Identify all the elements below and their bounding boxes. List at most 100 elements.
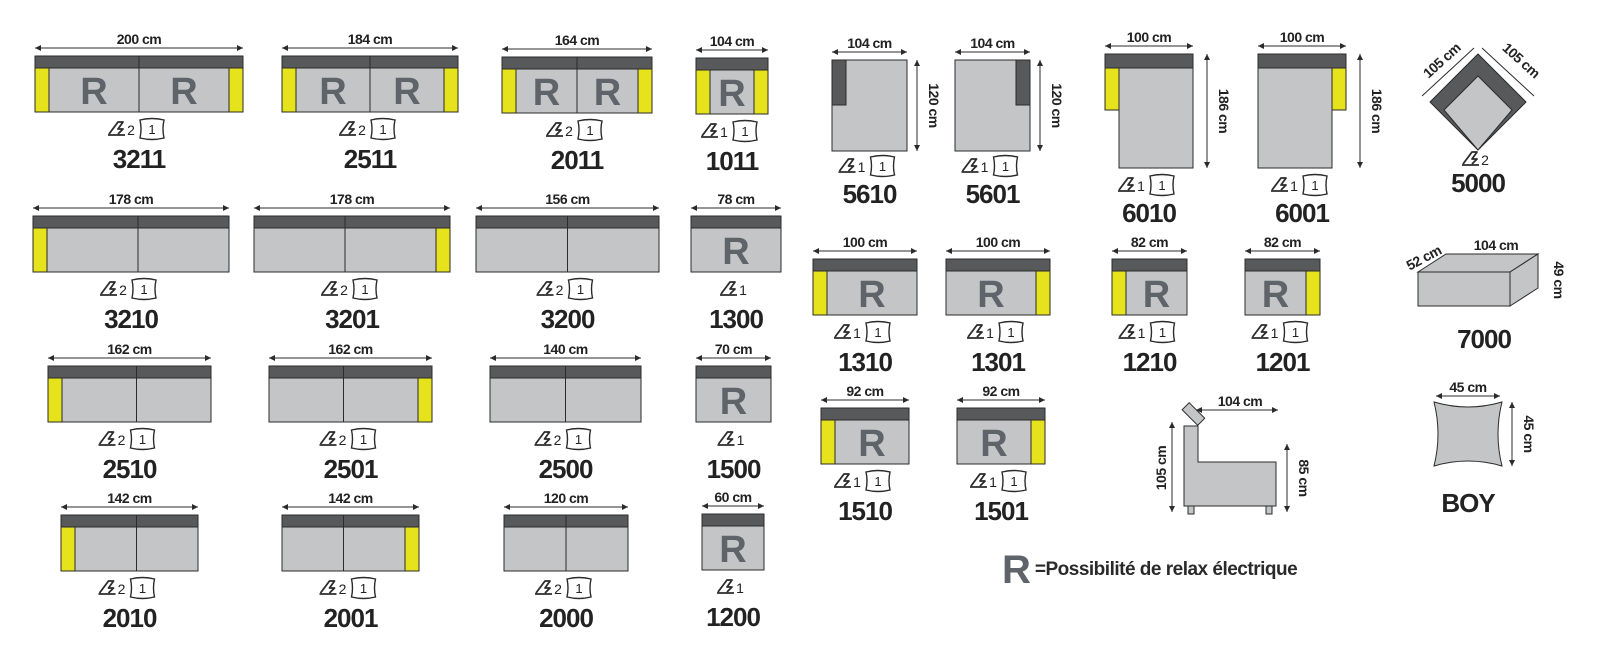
arrow-head — [955, 49, 961, 55]
width-label: 104 cm — [1218, 393, 1263, 409]
left-arm — [60, 526, 76, 572]
armchair-icon — [967, 324, 983, 338]
armchair-icon — [1118, 177, 1134, 191]
cushion-count: 1 — [586, 123, 593, 138]
left-arm — [695, 69, 711, 115]
cushion-count: 1 — [139, 581, 146, 596]
arrow-head — [622, 504, 628, 510]
right-arm — [435, 227, 451, 273]
cushion-count: 1 — [1010, 474, 1017, 489]
width-label: 70 cm — [715, 341, 752, 357]
backrest — [820, 407, 910, 421]
right-arm — [753, 69, 769, 115]
seat-count: 1 — [1290, 178, 1298, 194]
depth-label: 186 cm — [1369, 89, 1385, 134]
arrow-head — [35, 45, 41, 51]
backrest — [60, 514, 199, 528]
width-label: 100 cm — [976, 234, 1021, 250]
dimension-line — [1481, 47, 1535, 97]
arrow-head — [1037, 60, 1043, 66]
cushion-count: 1 — [1007, 325, 1014, 340]
armchair-icon — [717, 579, 733, 593]
cushion-count: 1 — [874, 325, 881, 340]
width-label: 45 cm — [1449, 379, 1486, 395]
module-code: 1011 — [706, 146, 759, 176]
arrow-head — [1284, 506, 1290, 512]
seat — [47, 377, 212, 423]
arrow-head — [1037, 145, 1043, 151]
left-arm — [812, 270, 828, 316]
module-code: 3210 — [104, 304, 158, 334]
arrow-head — [223, 205, 229, 211]
arrow-head — [832, 49, 838, 55]
cushion-icon — [865, 320, 891, 344]
seat — [945, 270, 1051, 316]
module-code: 6010 — [1122, 198, 1176, 228]
cushion-shape — [1433, 401, 1503, 467]
seat-count: 2 — [339, 432, 347, 448]
module-code: 1310 — [838, 347, 892, 377]
right-arm — [1030, 419, 1046, 465]
module-code: 2001 — [324, 603, 378, 633]
armchair-icon — [536, 281, 553, 295]
armchair-icon — [834, 324, 850, 338]
cushion-count: 1 — [360, 581, 367, 596]
cushion-count: 1 — [1002, 159, 1009, 174]
width-label: 200 cm — [117, 31, 162, 47]
arrow-head — [914, 60, 920, 66]
width-label: 178 cm — [109, 191, 154, 207]
corner-seat — [1443, 75, 1513, 151]
arrow-head — [1494, 393, 1500, 399]
cushion-count: 1 — [1158, 178, 1165, 193]
width-label: 82 cm — [1264, 234, 1301, 250]
cushion-count: 1 — [379, 122, 386, 137]
armchair-icon — [1462, 151, 1478, 165]
backrest — [812, 258, 918, 272]
width-label: 184 cm — [348, 31, 393, 47]
seat-count: 1 — [736, 580, 744, 596]
module-code: 1201 — [1256, 347, 1310, 377]
left-arm — [501, 68, 517, 114]
module-code: 2000 — [539, 603, 593, 633]
arrow-head — [1204, 54, 1210, 60]
cushion-icon — [131, 277, 157, 301]
seat-count: 2 — [554, 581, 562, 597]
cushion-count: 1 — [1311, 178, 1318, 193]
seat-count: 2 — [565, 123, 573, 139]
armchair-icon — [717, 431, 734, 445]
seat-count: 1 — [853, 325, 861, 341]
arrow-head — [691, 205, 697, 211]
armchair-icon — [970, 473, 986, 487]
arrow-head — [1024, 49, 1030, 55]
armchair-icon — [534, 431, 551, 445]
arrow-head — [192, 504, 198, 510]
width-label: 156 cm — [545, 191, 590, 207]
arrow-head — [1258, 43, 1264, 49]
width-label: 162 cm — [328, 341, 373, 357]
cushion-count: 1 — [874, 474, 881, 489]
seat-count: 2 — [118, 432, 126, 448]
arrow-head — [282, 45, 288, 51]
cushion-count: 1 — [1159, 325, 1166, 340]
cushion-icon — [869, 154, 896, 178]
cushion-count: 1 — [148, 122, 155, 137]
relax-marker: R — [718, 73, 745, 115]
relax-marker: R — [533, 72, 560, 114]
armchair-icon — [339, 121, 355, 135]
arrow-head — [1204, 162, 1210, 168]
seat — [956, 419, 1046, 465]
cushion-icon — [566, 576, 592, 600]
arrow-head — [1039, 397, 1045, 403]
seat — [695, 377, 772, 423]
